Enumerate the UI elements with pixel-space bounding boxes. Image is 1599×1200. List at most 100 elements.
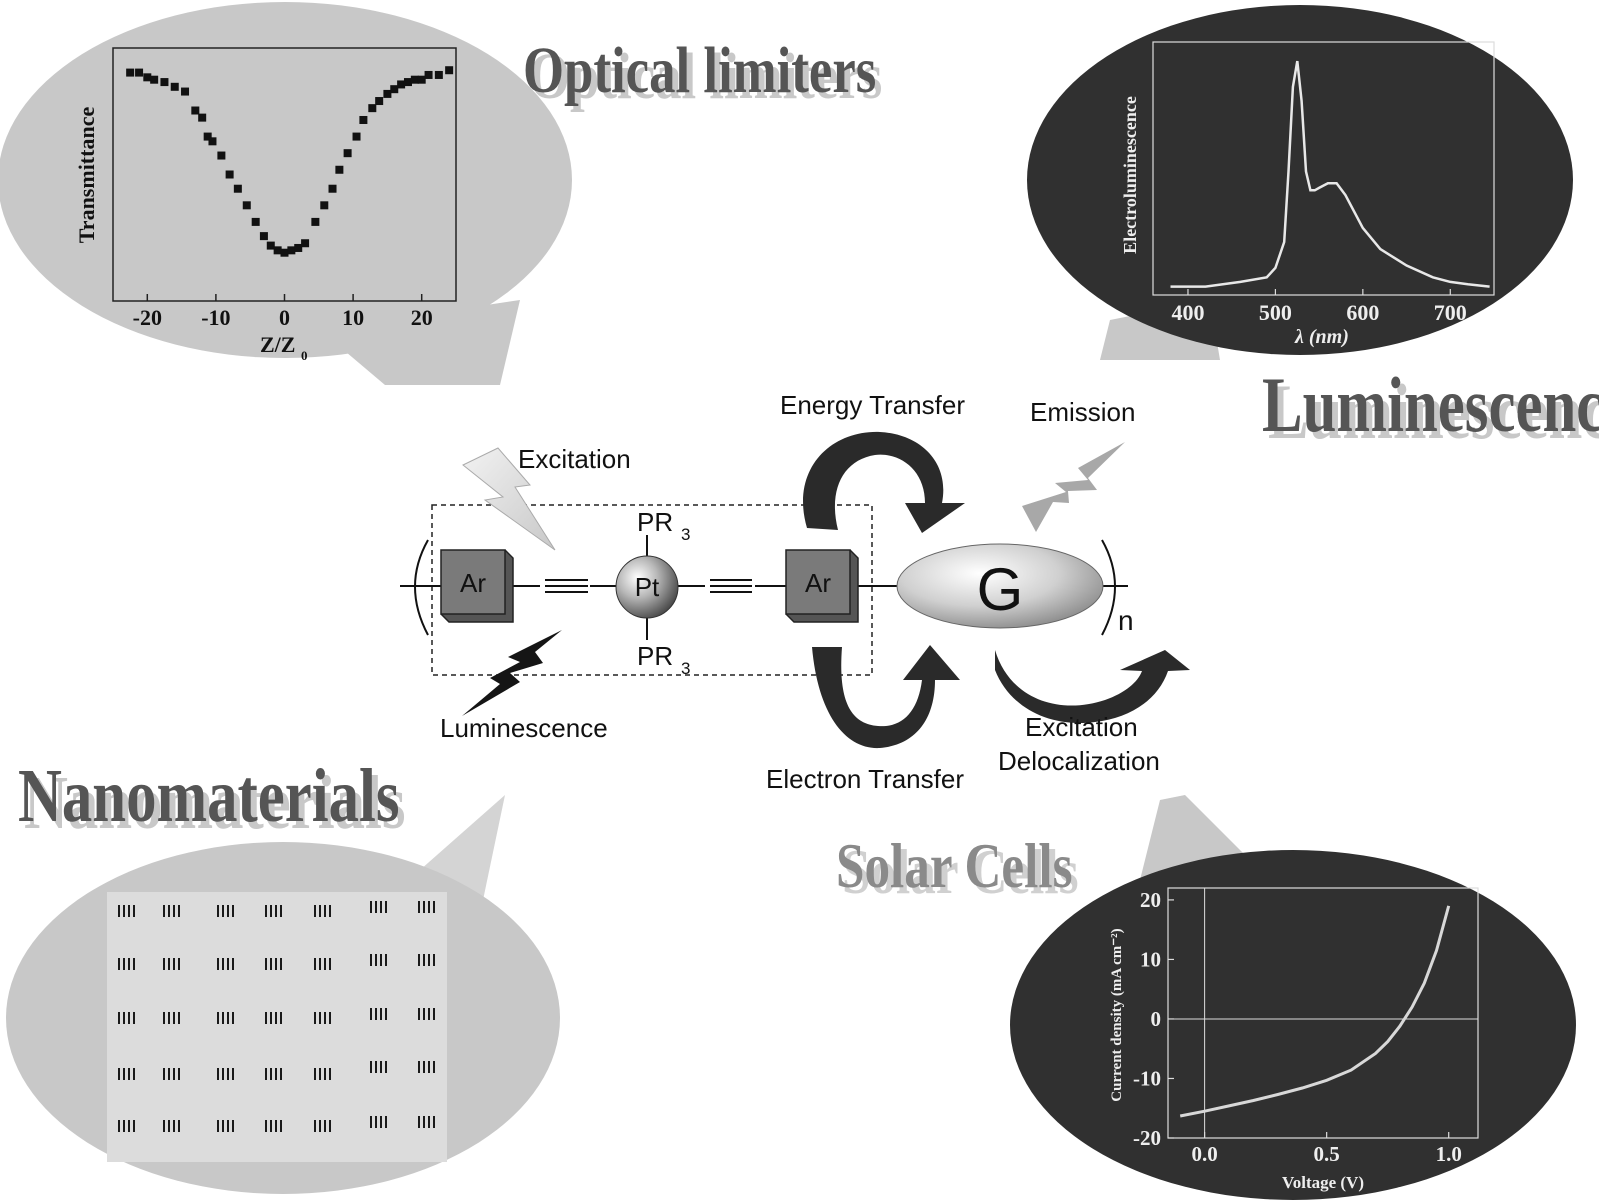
nanomaterials-title: Nanomaterials Nanomaterials bbox=[18, 754, 406, 845]
nanowire bbox=[319, 958, 321, 970]
nanowire bbox=[275, 1120, 277, 1132]
nanowire bbox=[370, 1008, 372, 1020]
nanowire bbox=[265, 905, 267, 917]
data-point bbox=[294, 243, 303, 252]
right-bracket bbox=[1101, 539, 1116, 636]
nanowire bbox=[385, 901, 387, 913]
nanowire bbox=[385, 954, 387, 966]
nanowire bbox=[324, 958, 326, 970]
data-point bbox=[445, 66, 454, 75]
nanowire-group bbox=[163, 1120, 180, 1132]
nanowire-group bbox=[118, 958, 135, 970]
nanowire bbox=[123, 905, 125, 917]
nanowire bbox=[428, 1061, 430, 1073]
nanowire bbox=[128, 905, 130, 917]
data-point bbox=[410, 75, 419, 84]
nanowire-group bbox=[418, 901, 435, 913]
nanowire bbox=[324, 905, 326, 917]
nanowire bbox=[163, 1068, 165, 1080]
nanowire bbox=[314, 958, 316, 970]
nanowire bbox=[375, 1116, 377, 1128]
nanowire bbox=[173, 1120, 175, 1132]
callout-cone bbox=[320, 300, 520, 385]
nanowire bbox=[222, 1012, 224, 1024]
nanowire-group bbox=[418, 954, 435, 966]
nanowire bbox=[319, 905, 321, 917]
nanowire bbox=[227, 905, 229, 917]
nanowire bbox=[380, 954, 382, 966]
x-tick-label: -20 bbox=[133, 305, 162, 330]
nanowire bbox=[418, 954, 420, 966]
el-spectrum-line bbox=[1170, 60, 1490, 288]
nanowire bbox=[227, 958, 229, 970]
nanowire bbox=[329, 958, 331, 970]
x-ticks bbox=[1187, 289, 1451, 295]
excitation-bolt bbox=[462, 447, 556, 551]
x-tick-label: 700 bbox=[1434, 300, 1467, 325]
nanowire bbox=[178, 1120, 180, 1132]
left-bracket bbox=[414, 539, 429, 636]
nanowire bbox=[329, 1068, 331, 1080]
nanowire bbox=[433, 1061, 435, 1073]
nanowire bbox=[370, 1116, 372, 1128]
nanowire bbox=[217, 1012, 219, 1024]
nanowire-group bbox=[314, 905, 331, 917]
nanowire-group bbox=[217, 1120, 234, 1132]
nanowire bbox=[168, 1068, 170, 1080]
nanowire-group bbox=[217, 1068, 234, 1080]
data-point bbox=[328, 184, 337, 193]
svg-text:PR: PR bbox=[637, 641, 673, 671]
solar-cells-title: Solar Cells Solar Cells bbox=[836, 830, 1079, 908]
x-axis-label: Z/Z bbox=[260, 332, 295, 357]
nanowire-group bbox=[217, 1012, 234, 1024]
x-ticks bbox=[146, 294, 423, 301]
nanowire bbox=[275, 958, 277, 970]
y-tick-label: 0 bbox=[1151, 1007, 1162, 1031]
data-point bbox=[320, 201, 329, 210]
zero-lines bbox=[1168, 888, 1478, 1138]
data-point bbox=[287, 246, 296, 255]
nanowire bbox=[227, 1012, 229, 1024]
nanowire bbox=[227, 1068, 229, 1080]
nanowire bbox=[380, 901, 382, 913]
pt-label: Pt bbox=[635, 572, 660, 602]
nanowire bbox=[265, 1012, 267, 1024]
nanowire bbox=[385, 1008, 387, 1020]
nanowire bbox=[319, 1012, 321, 1024]
nanowire-group bbox=[314, 1012, 331, 1024]
nanowire bbox=[418, 1008, 420, 1020]
nanowire bbox=[433, 901, 435, 913]
x-tick-label: 500 bbox=[1259, 300, 1292, 325]
nanowire bbox=[418, 1116, 420, 1128]
nanowire bbox=[423, 1008, 425, 1020]
nanowire bbox=[433, 954, 435, 966]
x-axis-label: λ (nm) bbox=[1294, 326, 1349, 348]
y-tick-label: -10 bbox=[1133, 1066, 1161, 1090]
electron-transfer-label: Electron Transfer bbox=[766, 764, 964, 794]
nanowire bbox=[222, 1120, 224, 1132]
nanowire-group bbox=[265, 1012, 282, 1024]
data-point bbox=[233, 184, 242, 193]
nanowire-group bbox=[370, 1061, 387, 1073]
nanowire bbox=[314, 1068, 316, 1080]
x-tick-label: 1.0 bbox=[1436, 1142, 1462, 1166]
nanoimage bbox=[107, 892, 447, 1162]
data-point bbox=[301, 239, 310, 248]
nanowire-group bbox=[418, 1116, 435, 1128]
data-point bbox=[225, 170, 234, 179]
nanowire bbox=[265, 1120, 267, 1132]
y-tick-label: 10 bbox=[1140, 947, 1161, 971]
nanowire bbox=[433, 1116, 435, 1128]
chart-frame bbox=[1152, 41, 1495, 296]
nanowire bbox=[123, 1012, 125, 1024]
nanowire bbox=[329, 1120, 331, 1132]
nanowire bbox=[280, 958, 282, 970]
nanowire bbox=[314, 905, 316, 917]
nanowire bbox=[324, 1068, 326, 1080]
phosphine-bottom: PR 3 bbox=[637, 641, 690, 678]
x-tick-label: 10 bbox=[342, 305, 364, 330]
data-point bbox=[181, 87, 190, 96]
nanowire bbox=[118, 958, 120, 970]
